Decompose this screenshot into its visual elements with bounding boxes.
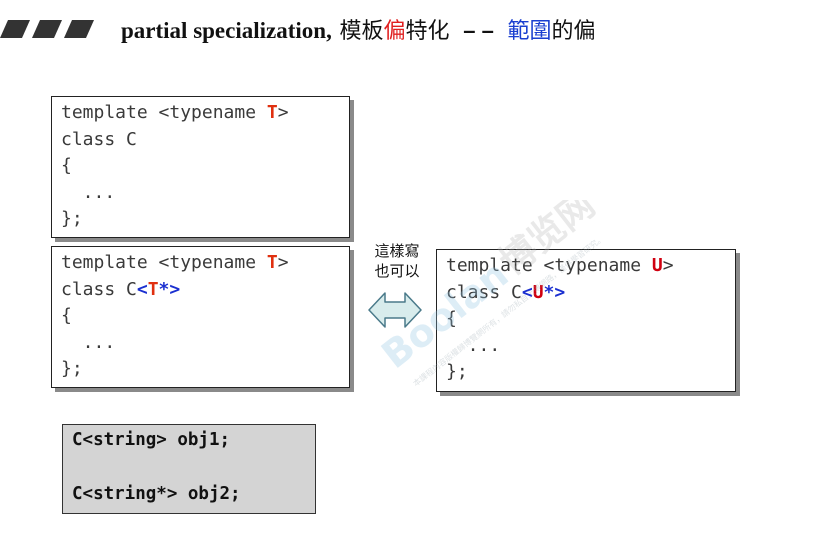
- code-line: class C<U*>: [446, 280, 735, 307]
- title-zh-red: 偏: [383, 19, 406, 44]
- code-box-partial-spec-T: template <typename T> class C<T*> { ... …: [51, 246, 350, 388]
- code-text: class C: [446, 281, 522, 303]
- code-line: template <typename T>: [61, 100, 349, 127]
- title-zh-2: 特化: [405, 19, 450, 44]
- slash-bars-icon: [0, 18, 100, 44]
- template-param-T: T: [266, 252, 278, 273]
- template-param-T: T: [266, 102, 278, 123]
- title-zh-blue: 範圍: [507, 19, 552, 44]
- usage-code-box: C<string> obj1; C<string*> obj2;: [62, 424, 316, 514]
- code-pointer: *>: [543, 281, 566, 303]
- code-box-partial-spec-U: template <typename U> class C<U*> { ... …: [436, 249, 736, 392]
- title-dash: – –: [463, 18, 494, 43]
- code-line: };: [61, 358, 83, 379]
- code-text: >: [277, 102, 289, 123]
- code-line: ...: [61, 331, 116, 353]
- side-label-line1: 這樣寫: [374, 242, 420, 260]
- side-label-line2: 也可以: [374, 262, 420, 280]
- code-text: >: [277, 252, 289, 273]
- double-arrow-icon: [367, 290, 423, 334]
- code-line: };: [446, 361, 468, 382]
- code-line: class C: [61, 128, 137, 150]
- template-param-U: U: [651, 255, 663, 276]
- code-line: template <typename U>: [446, 253, 735, 280]
- title-english: partial specialization,: [121, 18, 332, 43]
- code-text: template <typename: [61, 252, 267, 273]
- template-param-T: T: [147, 278, 159, 300]
- code-text: template <typename: [61, 102, 267, 123]
- code-text: >: [662, 255, 674, 276]
- code-line: ...: [446, 334, 501, 356]
- usage-line-1: C<string> obj1;: [72, 430, 231, 450]
- code-line: };: [61, 208, 83, 229]
- title-zh-1: 模板: [339, 19, 384, 44]
- code-line: ...: [61, 181, 116, 203]
- code-line: {: [61, 155, 72, 176]
- page-title: partial specialization, 模板偏特化 – – 範圍的偏: [121, 16, 596, 47]
- code-text: class C: [61, 278, 137, 300]
- code-angle: <: [521, 281, 533, 303]
- side-label: 這樣寫 也可以: [368, 241, 426, 281]
- code-pointer: *>: [158, 278, 181, 300]
- usage-line-2: C<string*> obj2;: [72, 484, 241, 504]
- template-param-U: U: [532, 281, 544, 303]
- code-line: {: [446, 308, 457, 329]
- code-box-primary-template: template <typename T> class C { ... };: [51, 96, 350, 238]
- code-line: class C<T*>: [61, 277, 349, 304]
- code-angle: <: [136, 278, 148, 300]
- code-text: template <typename: [446, 255, 652, 276]
- code-line: {: [61, 305, 72, 326]
- title-zh-3: 的偏: [551, 19, 596, 44]
- code-line: template <typename T>: [61, 250, 349, 277]
- usage-line-spacer: [72, 454, 315, 481]
